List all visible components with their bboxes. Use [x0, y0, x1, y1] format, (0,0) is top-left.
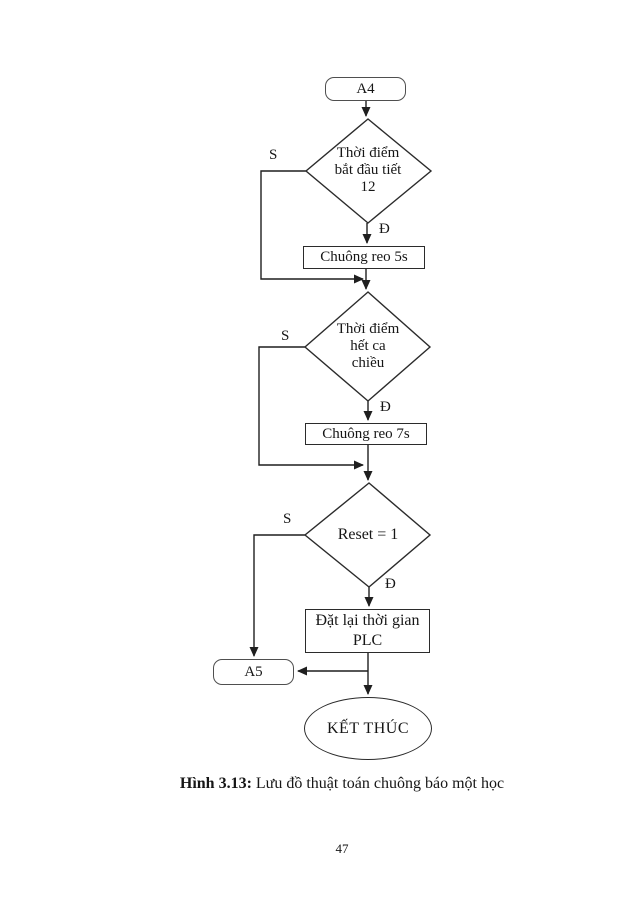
- node-terminator-end: KẾT THÚC: [304, 697, 432, 760]
- edge-decision3-no: [249, 534, 305, 657]
- decision2-no-label: S: [281, 328, 290, 344]
- decision2-diamond: [303, 291, 432, 402]
- decision3-diamond: [303, 482, 432, 588]
- page-number: 47: [335, 841, 349, 856]
- decision2-label: Thời điểm hết ca chiều: [336, 321, 400, 371]
- decision3-yes-label: Đ: [385, 576, 396, 592]
- decision1-no-label: S: [269, 147, 278, 163]
- decision1-yes-label: Đ: [379, 221, 390, 237]
- decision1-label: Thời điểm bắt đầu tiết 12: [334, 145, 402, 195]
- node-process-reset-plc-time: Đặt lại thời gian PLC: [305, 609, 430, 653]
- node-process-bell-7s: Chuông reo 7s: [305, 423, 427, 445]
- decision3-label: Reset = 1: [337, 526, 399, 543]
- decision3-no-label: S: [283, 511, 292, 527]
- edge-decision1-no: [260, 170, 364, 284]
- decision1-diamond: [304, 118, 433, 224]
- figure-caption-text: Lưu đồ thuật toán chuông báo một học: [255, 775, 505, 792]
- figure-caption: Hình 3.13:Lưu đồ thuật toán chuông báo m…: [46, 773, 638, 795]
- node-connector-a4: A4: [325, 77, 406, 101]
- figure-caption-number: Hình 3.13:: [179, 775, 252, 792]
- node-process-bell-5s: Chuông reo 5s: [303, 246, 425, 269]
- node-connector-a5: A5: [213, 659, 294, 685]
- decision2-yes-label: Đ: [380, 399, 391, 415]
- edge-decision2-no: [258, 346, 364, 470]
